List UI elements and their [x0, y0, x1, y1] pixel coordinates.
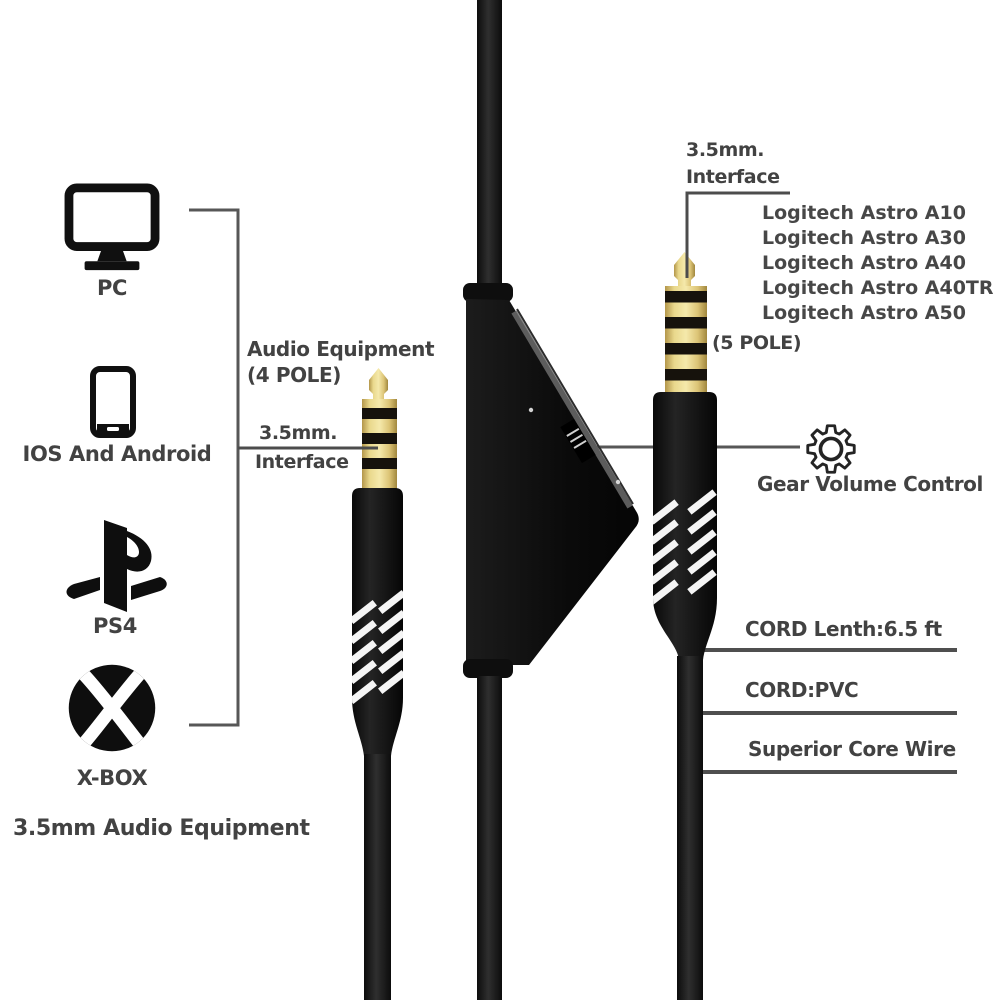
- grip-stripes: [653, 489, 717, 605]
- left-plug-graphic: [352, 368, 403, 1000]
- right-plug-interface-label-line1: 3.5mm.: [686, 139, 765, 161]
- volume-wheel: [560, 418, 596, 464]
- device-pc-label: PC: [96, 276, 127, 300]
- leader-bracket-devices: [189, 208, 240, 727]
- device-pc: [62, 183, 162, 273]
- pc-monitor-icon: [64, 183, 160, 271]
- right-plug-interface-label-line2: Interface: [686, 166, 780, 188]
- cord-length-label: CORD Lenth:6.5 ft: [745, 617, 942, 641]
- xbox-logo-icon: [68, 664, 156, 752]
- device-ps4: [60, 518, 170, 613]
- model-item: Logitech Astro A30: [762, 227, 966, 249]
- core-wire-label: Superior Core Wire: [748, 737, 956, 761]
- cord-material-label: CORD:PVC: [745, 678, 859, 702]
- smartphone-icon: [90, 366, 136, 438]
- leader-lines-cord-specs: [700, 648, 957, 774]
- device-mobile: [90, 366, 136, 438]
- device-ps4-label: PS4: [93, 614, 137, 638]
- model-item: Logitech Astro A40: [762, 252, 966, 274]
- left-plug-interface-label-line2: Interface: [255, 451, 349, 473]
- audio-equipment-caption: 3.5mm Audio Equipment: [13, 816, 310, 841]
- right-plug-graphic: [653, 252, 717, 1000]
- left-plug-interface-label-line1: 3.5mm.: [259, 422, 338, 444]
- gear-volume-control-label: Gear Volume Control: [757, 472, 983, 496]
- device-xbox-label: X-BOX: [76, 766, 148, 790]
- device-xbox: [66, 662, 158, 754]
- leader-line-right-interface: [685, 191, 790, 278]
- left-plug-equipment-label-line2: (4 POLE): [247, 363, 342, 387]
- right-plug-pole-label: (5 POLE): [712, 332, 802, 354]
- model-item: Logitech Astro A10: [762, 202, 966, 224]
- model-item: Logitech Astro A40TR: [762, 277, 994, 299]
- model-item: Logitech Astro A50: [762, 302, 966, 324]
- inline-volume-control-graphic: [463, 0, 639, 1000]
- device-mobile-label: IOS And Android: [22, 442, 212, 466]
- grip-stripes: [352, 590, 403, 704]
- compatible-models-list: Logitech Astro A10 Logitech Astro A30 Lo…: [762, 201, 994, 326]
- playstation-logo-icon: [66, 520, 167, 612]
- left-plug-equipment-label-line1: Audio Equipment: [247, 337, 435, 361]
- gear-icon: [805, 423, 857, 475]
